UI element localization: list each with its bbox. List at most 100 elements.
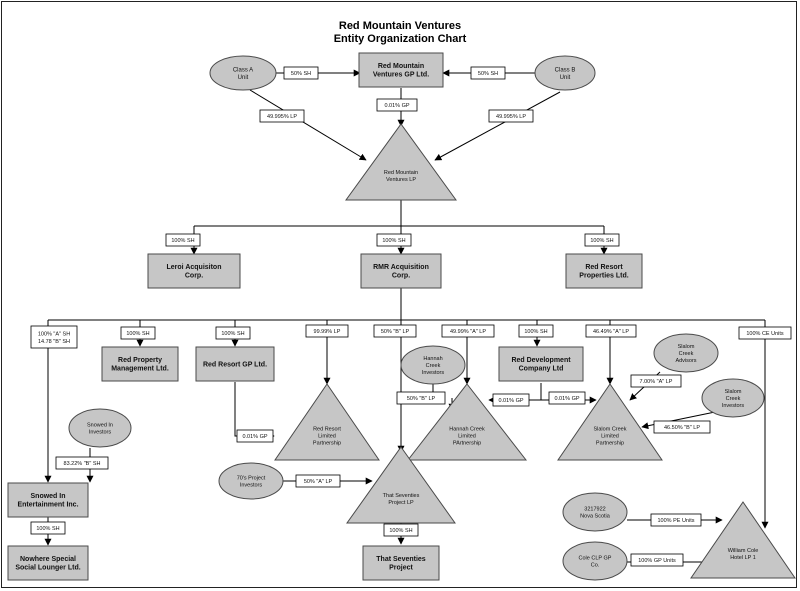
label-text-dev-slalom-gp: 0.01% GP xyxy=(554,396,579,402)
entity-oval-cole-clp xyxy=(562,541,628,581)
label-advisors-a-lp: 7.00% "A" LP xyxy=(630,374,682,388)
label-gp-units: 100% GP Units xyxy=(630,553,684,567)
label-box-ce-units xyxy=(738,326,792,340)
entity-slalom-investors-text-1: Creek xyxy=(726,396,741,402)
label-box-dev-sh xyxy=(518,324,554,338)
entity-hannah-lp-text-0: Hannah Creek xyxy=(449,427,485,433)
entity-seventies-project-text-0: That Seventies xyxy=(376,556,426,563)
entity-box-red-resort-props xyxy=(565,253,643,289)
entity-cole-clp-text-1: Co. xyxy=(591,562,600,568)
label-mgmt-sh: 100% SH xyxy=(120,326,156,340)
entity-box-seventies-project xyxy=(362,545,440,581)
entity-rmr-text-0: RMR Acquisition xyxy=(373,264,429,271)
label-hannah-b-lp: 50% "B" LP xyxy=(396,391,446,405)
label-text-dev-hannah-gp: 0.01% GP xyxy=(498,398,523,404)
label-box-seventies-b-lp xyxy=(373,324,417,338)
entity-box-red-prop-mgmt xyxy=(101,346,179,382)
entity-cole-clp-text-0: Cole CLP GP xyxy=(579,555,612,561)
entity-triangle-rmv-lp xyxy=(345,123,457,201)
label-box-hannah-a-lp xyxy=(441,324,495,338)
label-rmr-sh: 100% SH xyxy=(376,233,412,247)
entity-hannah-investors-text-1: Creek xyxy=(426,363,441,369)
entity-william-cole-text-0: William Cole xyxy=(728,548,759,554)
label-text-hannah-a-lp: 49.99% "A" LP xyxy=(450,329,486,335)
entity-rmv-gp-text-1: Ventures GP Ltd. xyxy=(373,72,429,79)
entity-red-resort-gp: Red Resort GP Ltd. xyxy=(195,346,275,382)
label-text-dev-sh: 100% SH xyxy=(524,329,547,335)
entity-box-rmv-gp xyxy=(358,52,444,88)
entity-box-snowed-inc xyxy=(7,482,89,518)
line-class-b-to-lp xyxy=(434,91,561,161)
label-box-class-a-lp xyxy=(259,109,305,123)
label-resort-lp-pct: 99.99% LP xyxy=(305,324,349,338)
entity-oval-hannah-investors xyxy=(400,345,466,385)
chart-title-line1: Red Mountain Ventures xyxy=(339,20,461,32)
label-box-class-a-gp xyxy=(283,66,319,80)
entity-hannah-lp-text-1: Limited xyxy=(458,434,476,440)
entity-red-resort-gp-text-0: Red Resort GP Ltd. xyxy=(203,361,267,368)
label-box-dev-slalom-gp xyxy=(548,391,586,405)
entity-class-b-text-1: Unit xyxy=(560,75,571,81)
entity-oval-slalom-investors xyxy=(701,378,765,418)
entity-snowed-investors-text-0: Snowed In xyxy=(87,422,113,428)
label-text-seventies-a-lp: 50% "A" LP xyxy=(304,479,333,485)
entity-oval-nova-scotia xyxy=(562,492,628,532)
entity-box-red-dev xyxy=(498,346,584,382)
line-class-a-to-lp xyxy=(249,89,367,161)
entity-red-resort-lp-text-2: Partnership xyxy=(313,441,341,447)
label-nowhere-sh: 100% SH xyxy=(30,521,66,535)
label-text-slalom-a-lp: 46.49% "A" LP xyxy=(593,329,629,335)
label-box-resort-gp-sh xyxy=(215,326,251,340)
entity-oval-class-a xyxy=(209,55,277,91)
label-text-advisors-a-lp: 7.00% "A" LP xyxy=(640,379,673,385)
label-box-slalom-inv-b-lp xyxy=(653,420,711,434)
label-text-nowhere-sh: 100% SH xyxy=(36,526,59,532)
label-box-dev-hannah-gp xyxy=(492,393,530,407)
label-leroi-sh: 100% SH xyxy=(165,233,201,247)
label-box-rmr-sh xyxy=(376,233,412,247)
label-dev-sh: 100% SH xyxy=(518,324,554,338)
label-resort-gp-sh: 100% SH xyxy=(215,326,251,340)
entity-seventies-lp-text-0: That Seventies xyxy=(383,493,420,499)
label-box-hannah-b-lp xyxy=(396,391,446,405)
label-text-slalom-inv-b-lp: 46.50% "B" LP xyxy=(664,425,700,431)
entity-red-resort-lp-text-0: Red Resort xyxy=(313,427,341,433)
label-text-class-a-lp: 49.995% LP xyxy=(267,114,297,120)
label-text-snowed-sh-0: 100% "A" SH xyxy=(38,331,70,337)
entity-nowhere-text-0: Nowhere Special xyxy=(20,556,76,563)
label-box-seventies-a-lp xyxy=(295,474,341,488)
entity-hannah-investors-text-0: Hannah xyxy=(423,356,442,362)
label-seventies-sh: 100% SH xyxy=(383,523,419,537)
label-text-class-b-lp: 49.995% LP xyxy=(496,114,526,120)
line-resort-gp-to-lp xyxy=(234,382,275,440)
entity-slalom-investors-text-2: Investors xyxy=(722,403,745,409)
entity-box-nowhere xyxy=(7,545,89,581)
entity-box-red-resort-gp xyxy=(195,346,275,382)
label-class-b-lp: 49.995% LP xyxy=(488,109,534,123)
entity-slalom-lp-text-0: Slalom Creek xyxy=(593,427,626,433)
label-box-slalom-a-lp xyxy=(585,324,637,338)
entity-red-resort-props-text-1: Properties Ltd. xyxy=(579,273,628,280)
entity-class-a-text-0: Class A xyxy=(233,67,253,73)
label-box-snowed-sh xyxy=(30,325,78,349)
label-seventies-b-lp: 50% "B" LP xyxy=(373,324,417,338)
entity-class-a-text-1: Unit xyxy=(238,75,249,81)
entity-snowed-inc-text-1: Entertainment Inc. xyxy=(17,502,78,509)
